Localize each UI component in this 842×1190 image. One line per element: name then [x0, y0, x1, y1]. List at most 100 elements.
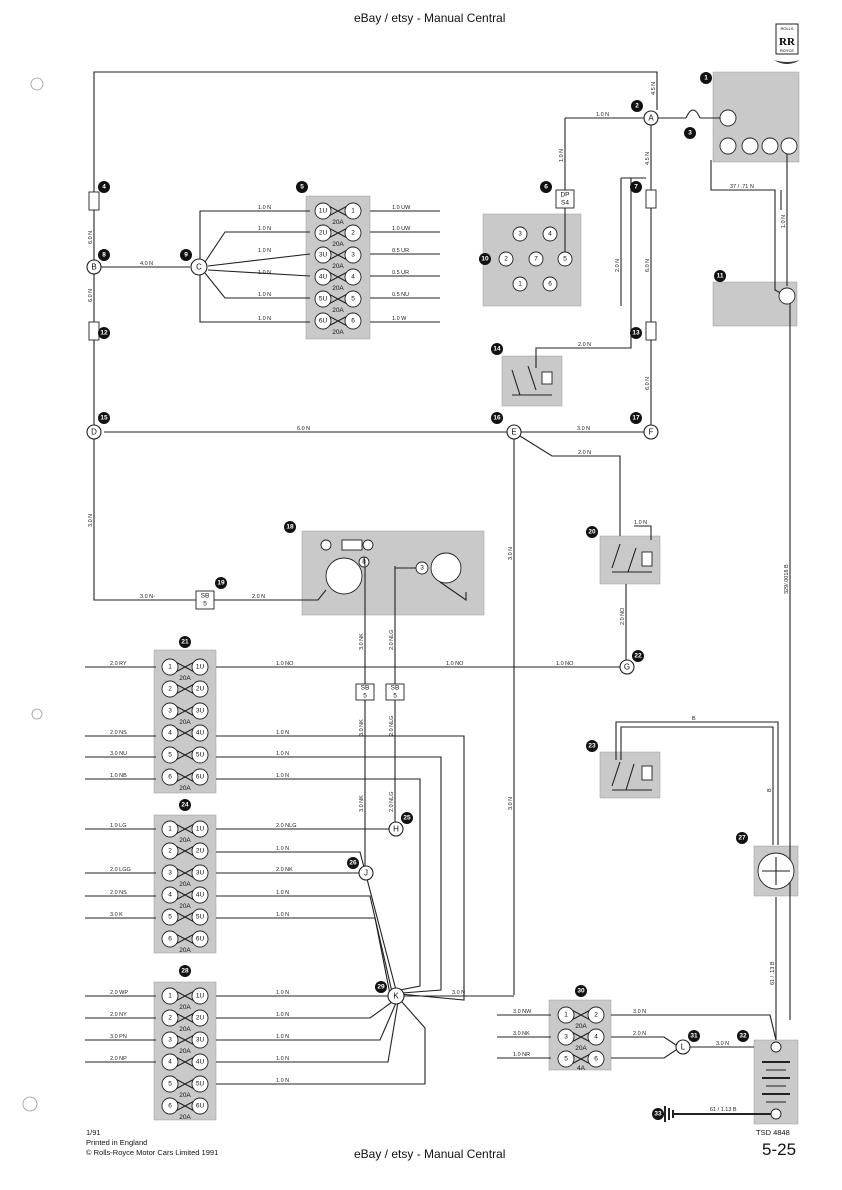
wire-label: 1.0 N: [276, 730, 289, 736]
wire-label: 3.0 N-: [140, 594, 155, 600]
fuse-terminal: 6U: [196, 1103, 205, 1110]
fusebox-28-block: [153, 981, 217, 1121]
wire-label: 6.0 N: [645, 377, 651, 390]
wire-label: 2.0 N: [633, 1031, 646, 1037]
node-a: [643, 110, 659, 126]
callout-marker: [586, 526, 598, 538]
wire-label: 2.0 NLG: [389, 792, 395, 812]
wire-label: 3.0 NK: [359, 795, 365, 812]
fuse-rating: 20A: [179, 837, 191, 844]
wire-label: 6.0 N: [88, 289, 94, 302]
fuse-terminal: 3U: [196, 870, 205, 877]
node-k: [387, 987, 405, 1005]
fuse-terminal: 6U: [196, 936, 205, 943]
fuse-terminal: 4U: [196, 730, 205, 737]
wire-label: 1.0 NO: [446, 661, 464, 667]
fuse-terminal: 4: [594, 1034, 598, 1041]
callout-marker: [632, 650, 644, 662]
wire-label: 4.0 N: [140, 261, 153, 267]
wire-label: 1.0 NR: [513, 1052, 530, 1058]
switch-23-symbol: [611, 761, 653, 791]
fuse-rating: 20A: [179, 947, 191, 954]
wire-label: 1.0 N: [596, 112, 609, 118]
wire-label: 2.0 NP: [110, 1056, 127, 1062]
wire-label: 3.0 NK: [513, 1031, 530, 1037]
logo-top-text: ROLLS: [780, 26, 793, 31]
fuse-terminal: 4U: [196, 1059, 205, 1066]
wire-label: 1.0 NO: [556, 661, 574, 667]
node-b: [86, 259, 102, 275]
fuse-terminal: 1U: [196, 993, 205, 1000]
callout-marker: [284, 521, 296, 533]
logo-letters: RR: [779, 36, 796, 48]
callout-number: 30: [577, 988, 585, 995]
callout-marker: [688, 1030, 700, 1042]
wire-label: 2.0 NS: [110, 890, 127, 896]
callout-number: 26: [349, 860, 357, 867]
fuse-rating: 20A: [179, 675, 191, 682]
wires: [85, 71, 791, 1115]
header-title: eBay / etsy - Manual Central: [354, 11, 506, 25]
fuse-terminal: 1: [564, 1012, 568, 1019]
relay-label: SB: [391, 685, 400, 692]
callout-number: 5: [300, 184, 304, 191]
wire-label: 2.0 N: [615, 259, 621, 272]
fuse-rating: 20A: [179, 785, 191, 792]
fuse-terminal: 2U: [319, 230, 328, 237]
wire-label: 2.0 N: [578, 450, 591, 456]
wire-label: 1.0 W: [392, 316, 407, 322]
wire-label: 1.0 N: [276, 1056, 289, 1062]
node-e-label: E: [511, 428, 516, 437]
nodes: A B C D E F G H J K L: [86, 110, 691, 1055]
fuse-terminal: 3U: [196, 708, 205, 715]
wire-label: 2.0 N: [252, 594, 265, 600]
fuse-terminal: 5: [564, 1056, 568, 1063]
wire-label: 3.0 NW: [513, 1009, 532, 1015]
wire-label: 3.0 N: [452, 990, 465, 996]
fusebox-5-block: [305, 195, 371, 340]
wire-label: 1.0 LG: [110, 823, 127, 829]
relay-label: 5: [203, 601, 207, 608]
wire-label: 3.0 N: [577, 426, 590, 432]
callout-number: 31: [690, 1033, 698, 1040]
node-j-label: J: [364, 869, 368, 878]
wire-label: 2.0 NLG: [389, 630, 395, 650]
callout-number: 19: [217, 580, 225, 587]
node-h: [388, 821, 404, 837]
callout-number: 22: [634, 653, 642, 660]
callout-marker: [631, 100, 643, 112]
fuse-rating: 20A: [575, 1023, 587, 1030]
callout-number: 10: [481, 256, 489, 263]
wire-label: 1.0 N: [781, 215, 787, 228]
fuse-rating: 4A: [577, 1065, 586, 1072]
fuse-terminal: 4: [168, 892, 172, 899]
wire-label: 3.0 N: [508, 797, 514, 810]
callout-marker: [401, 812, 413, 824]
logo-bottom-text: ROYCE: [780, 48, 795, 53]
fuse-terminal: 3: [168, 870, 172, 877]
wire-label: 1.0 N: [276, 846, 289, 852]
fuse-terminal: 4U: [319, 274, 328, 281]
wire-label: 2.0 RY: [110, 661, 127, 667]
wire-label: 6.0 N: [645, 259, 651, 272]
callout-marker: [98, 412, 110, 424]
fuse-rating: 20A: [332, 219, 344, 226]
fuse-terminal: 2: [594, 1012, 598, 1019]
node-g-label: G: [624, 663, 630, 672]
switch-14-block: [501, 355, 563, 407]
callout-marker: [630, 327, 642, 339]
fuse-terminal: 5: [351, 296, 355, 303]
callout-marker: [737, 1030, 749, 1042]
wire-label: 2.0 NO: [620, 607, 626, 625]
wire-label: 1.0 UW: [392, 205, 411, 211]
node-a-label: A: [648, 114, 654, 123]
wire-label: 3.0 NU: [110, 751, 127, 757]
callout-marker: [98, 327, 110, 339]
wire-label: 0.5 NU: [392, 292, 409, 298]
wire-label: 1.0 N: [258, 270, 271, 276]
fuse-rating: 20A: [179, 1114, 191, 1121]
callout-number: 29: [377, 984, 385, 991]
callout-number: 20: [588, 529, 596, 536]
